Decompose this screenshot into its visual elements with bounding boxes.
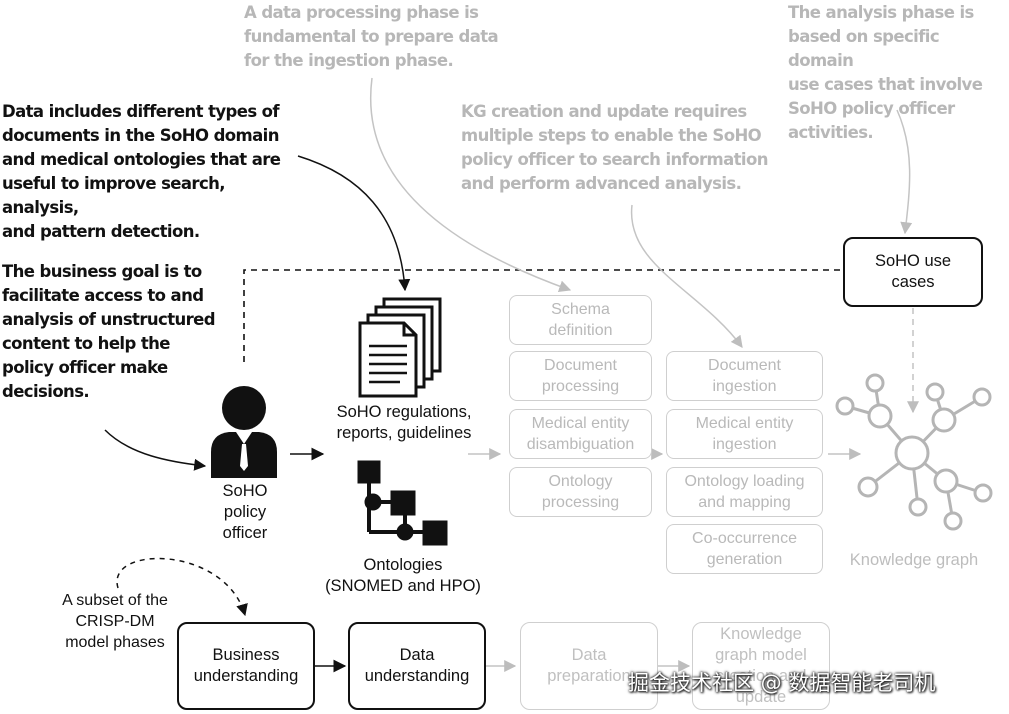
- step-document-processing: Document processing: [509, 351, 652, 401]
- arrow-data-to-documents: [297, 155, 411, 292]
- ontologies-icon: [357, 460, 448, 546]
- step-ontology-processing: Ontology processing: [509, 467, 652, 517]
- arrow-goal-to-officer: [104, 429, 207, 471]
- annotation-kg-creation: KG creation and update requires multiple…: [461, 102, 768, 193]
- arrow-kg-note-to-ingestion: [630, 204, 743, 348]
- arrow-analysis-note-to-usecases: [896, 109, 913, 235]
- step-co-occurrence-generation: Co-occurrence generation: [666, 524, 823, 574]
- annotation-data-includes: Data includes different types of documen…: [2, 102, 281, 241]
- soho-use-cases-box: SoHO use cases: [843, 237, 983, 307]
- phase-data-understanding: Data understanding: [348, 622, 486, 710]
- annotation-business-goal: The business goal is to facilitate acces…: [2, 262, 216, 401]
- knowledge-graph-icon: [835, 373, 993, 531]
- step-document-ingestion: Document ingestion: [666, 351, 823, 401]
- phase-business-understanding: Business understanding: [177, 622, 315, 710]
- dashed-officer-link: [243, 269, 843, 362]
- annotation-analysis-phase: The analysis phase is based on specific …: [788, 3, 983, 142]
- phase-knowledge-graph-model: Knowledge graph model creation and updat…: [692, 622, 830, 710]
- watermark-text: 掘金技术社区 @ 数据智能老司机: [628, 671, 936, 695]
- step-ontology-loading-mapping: Ontology loading and mapping: [666, 467, 823, 517]
- step-schema-definition: Schema definition: [509, 295, 652, 345]
- dashed-crisp-note-to-business: [116, 557, 248, 617]
- step-medical-entity-ingestion: Medical entity ingestion: [666, 409, 823, 459]
- documents-icon: [358, 297, 442, 398]
- crisp-dm-note: A subset of the CRISP-DM model phases: [62, 592, 168, 651]
- policy-officer-label: SoHO policy officer: [222, 482, 268, 542]
- step-medical-entity-disambiguation: Medical entity disambiguation: [509, 409, 652, 459]
- knowledge-graph-label: Knowledge graph: [849, 551, 979, 569]
- documents-label: SoHO regulations, reports, guidelines: [336, 403, 472, 442]
- arrow-processing-note-to-schema: [370, 77, 572, 293]
- ontologies-label: Ontologies (SNOMED and HPO): [325, 556, 481, 595]
- annotation-data-processing: A data processing phase is fundamental t…: [244, 3, 499, 70]
- phase-data-preparation: Data preparation: [520, 622, 658, 710]
- policy-officer-icon: [211, 386, 277, 478]
